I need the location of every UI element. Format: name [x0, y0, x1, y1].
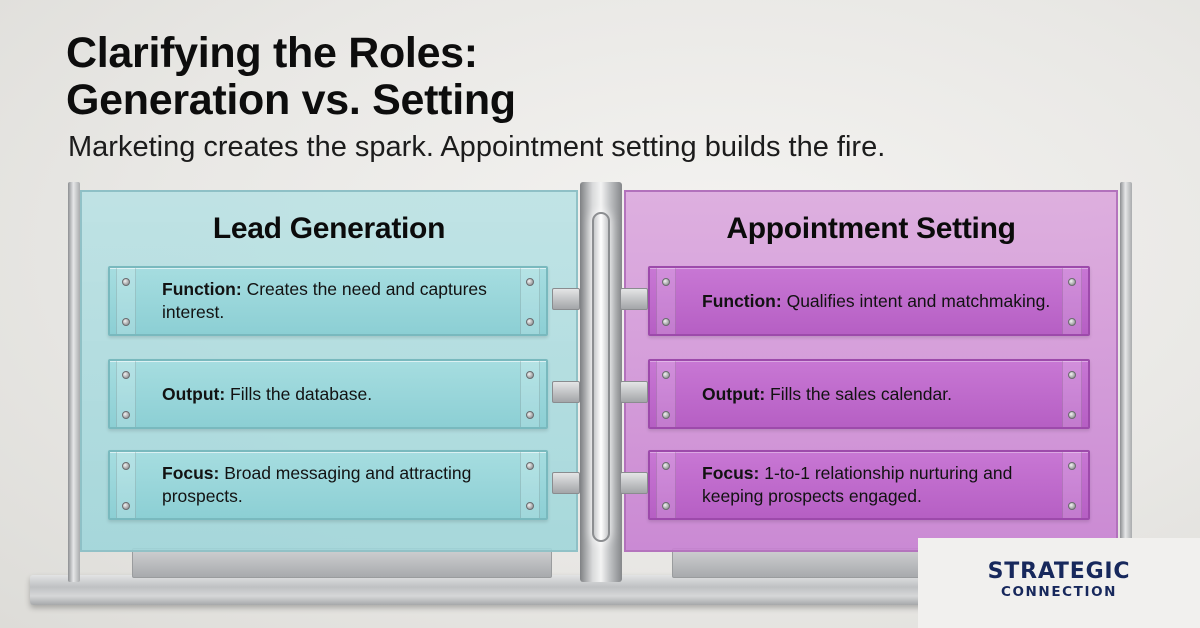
bolt-icon — [1068, 502, 1076, 510]
bolt-icon — [1068, 371, 1076, 379]
connector-bracket — [552, 288, 580, 310]
right-post — [1120, 182, 1132, 582]
connector-bracket — [620, 381, 648, 403]
bolt-icon — [1068, 411, 1076, 419]
row-value: Qualifies intent and matchmaking. — [786, 290, 1051, 311]
bolt-icon — [526, 411, 534, 419]
connector-bracket — [552, 472, 580, 494]
bolt-icon — [1068, 278, 1076, 286]
lead-generation-function-row: Function: Creates the need and captures … — [108, 266, 548, 336]
lead-generation-title: Lead Generation — [212, 212, 446, 245]
bolt-icon — [526, 318, 534, 326]
bolt-icon — [662, 411, 670, 419]
row-label: Focus: — [162, 463, 220, 483]
appointment-setting-output-row: Output: Fills the sales calendar. — [648, 359, 1090, 429]
bolt-icon — [662, 462, 670, 470]
bolt-icon — [662, 278, 670, 286]
bolt-icon — [526, 278, 534, 286]
bolt-icon — [662, 371, 670, 379]
bolt-icon — [662, 318, 670, 326]
left-post — [68, 182, 80, 582]
bolt-icon — [122, 502, 130, 510]
row-value: 1-to-1 relationship nurturing and keepin… — [702, 463, 1013, 506]
title-line-2: Generation vs. Setting — [66, 76, 516, 124]
subtitle: Marketing creates the spark. Appointment… — [68, 131, 886, 163]
logo-area: STRATEGIC CONNECTION — [918, 538, 1200, 628]
row-label: Output: — [162, 383, 226, 404]
row-label: Function: — [702, 290, 782, 311]
appointment-setting-focus-row: Focus: 1-to-1 relationship nurturing and… — [648, 450, 1090, 520]
bolt-icon — [526, 502, 534, 510]
connector-bracket — [620, 472, 648, 494]
bolt-icon — [526, 371, 534, 379]
bolt-icon — [122, 278, 130, 286]
bolt-icon — [122, 411, 130, 419]
row-label: Output: — [702, 383, 766, 404]
bolt-icon — [122, 371, 130, 379]
lead-generation-output-row: Output: Fills the database. — [108, 359, 548, 429]
row-label: Focus: — [702, 463, 760, 483]
logo-line-1: STRATEGIC — [987, 559, 1131, 584]
bolt-icon — [122, 462, 130, 470]
row-value: Fills the sales calendar. — [770, 383, 952, 404]
connector-bracket — [552, 381, 580, 403]
appointment-setting-function-row: Function: Qualifies intent and matchmaki… — [648, 266, 1090, 336]
bolt-icon — [526, 462, 534, 470]
bolt-icon — [662, 502, 670, 510]
row-label: Function: — [162, 279, 242, 299]
logo-line-2: CONNECTION — [1000, 584, 1118, 600]
lead-generation-focus-row: Focus: Broad messaging and attracting pr… — [108, 450, 548, 520]
strategic-connection-logo: STRATEGIC CONNECTION — [918, 559, 1200, 601]
row-value: Fills the database. — [230, 383, 373, 404]
row-value: Creates the need and captures interest. — [162, 279, 487, 322]
title-line-1: Clarifying the Roles: — [66, 29, 478, 77]
appointment-setting-title: Appointment Setting — [726, 212, 1016, 245]
light-tube — [592, 212, 610, 542]
page-title: Clarifying the Roles: Generation vs. Set… — [66, 30, 516, 124]
stand-slot-left — [132, 548, 552, 578]
bolt-icon — [122, 318, 130, 326]
row-value: Broad messaging and attracting prospects… — [162, 463, 472, 506]
bolt-icon — [1068, 462, 1076, 470]
bolt-icon — [1068, 318, 1076, 326]
connector-bracket — [620, 288, 648, 310]
